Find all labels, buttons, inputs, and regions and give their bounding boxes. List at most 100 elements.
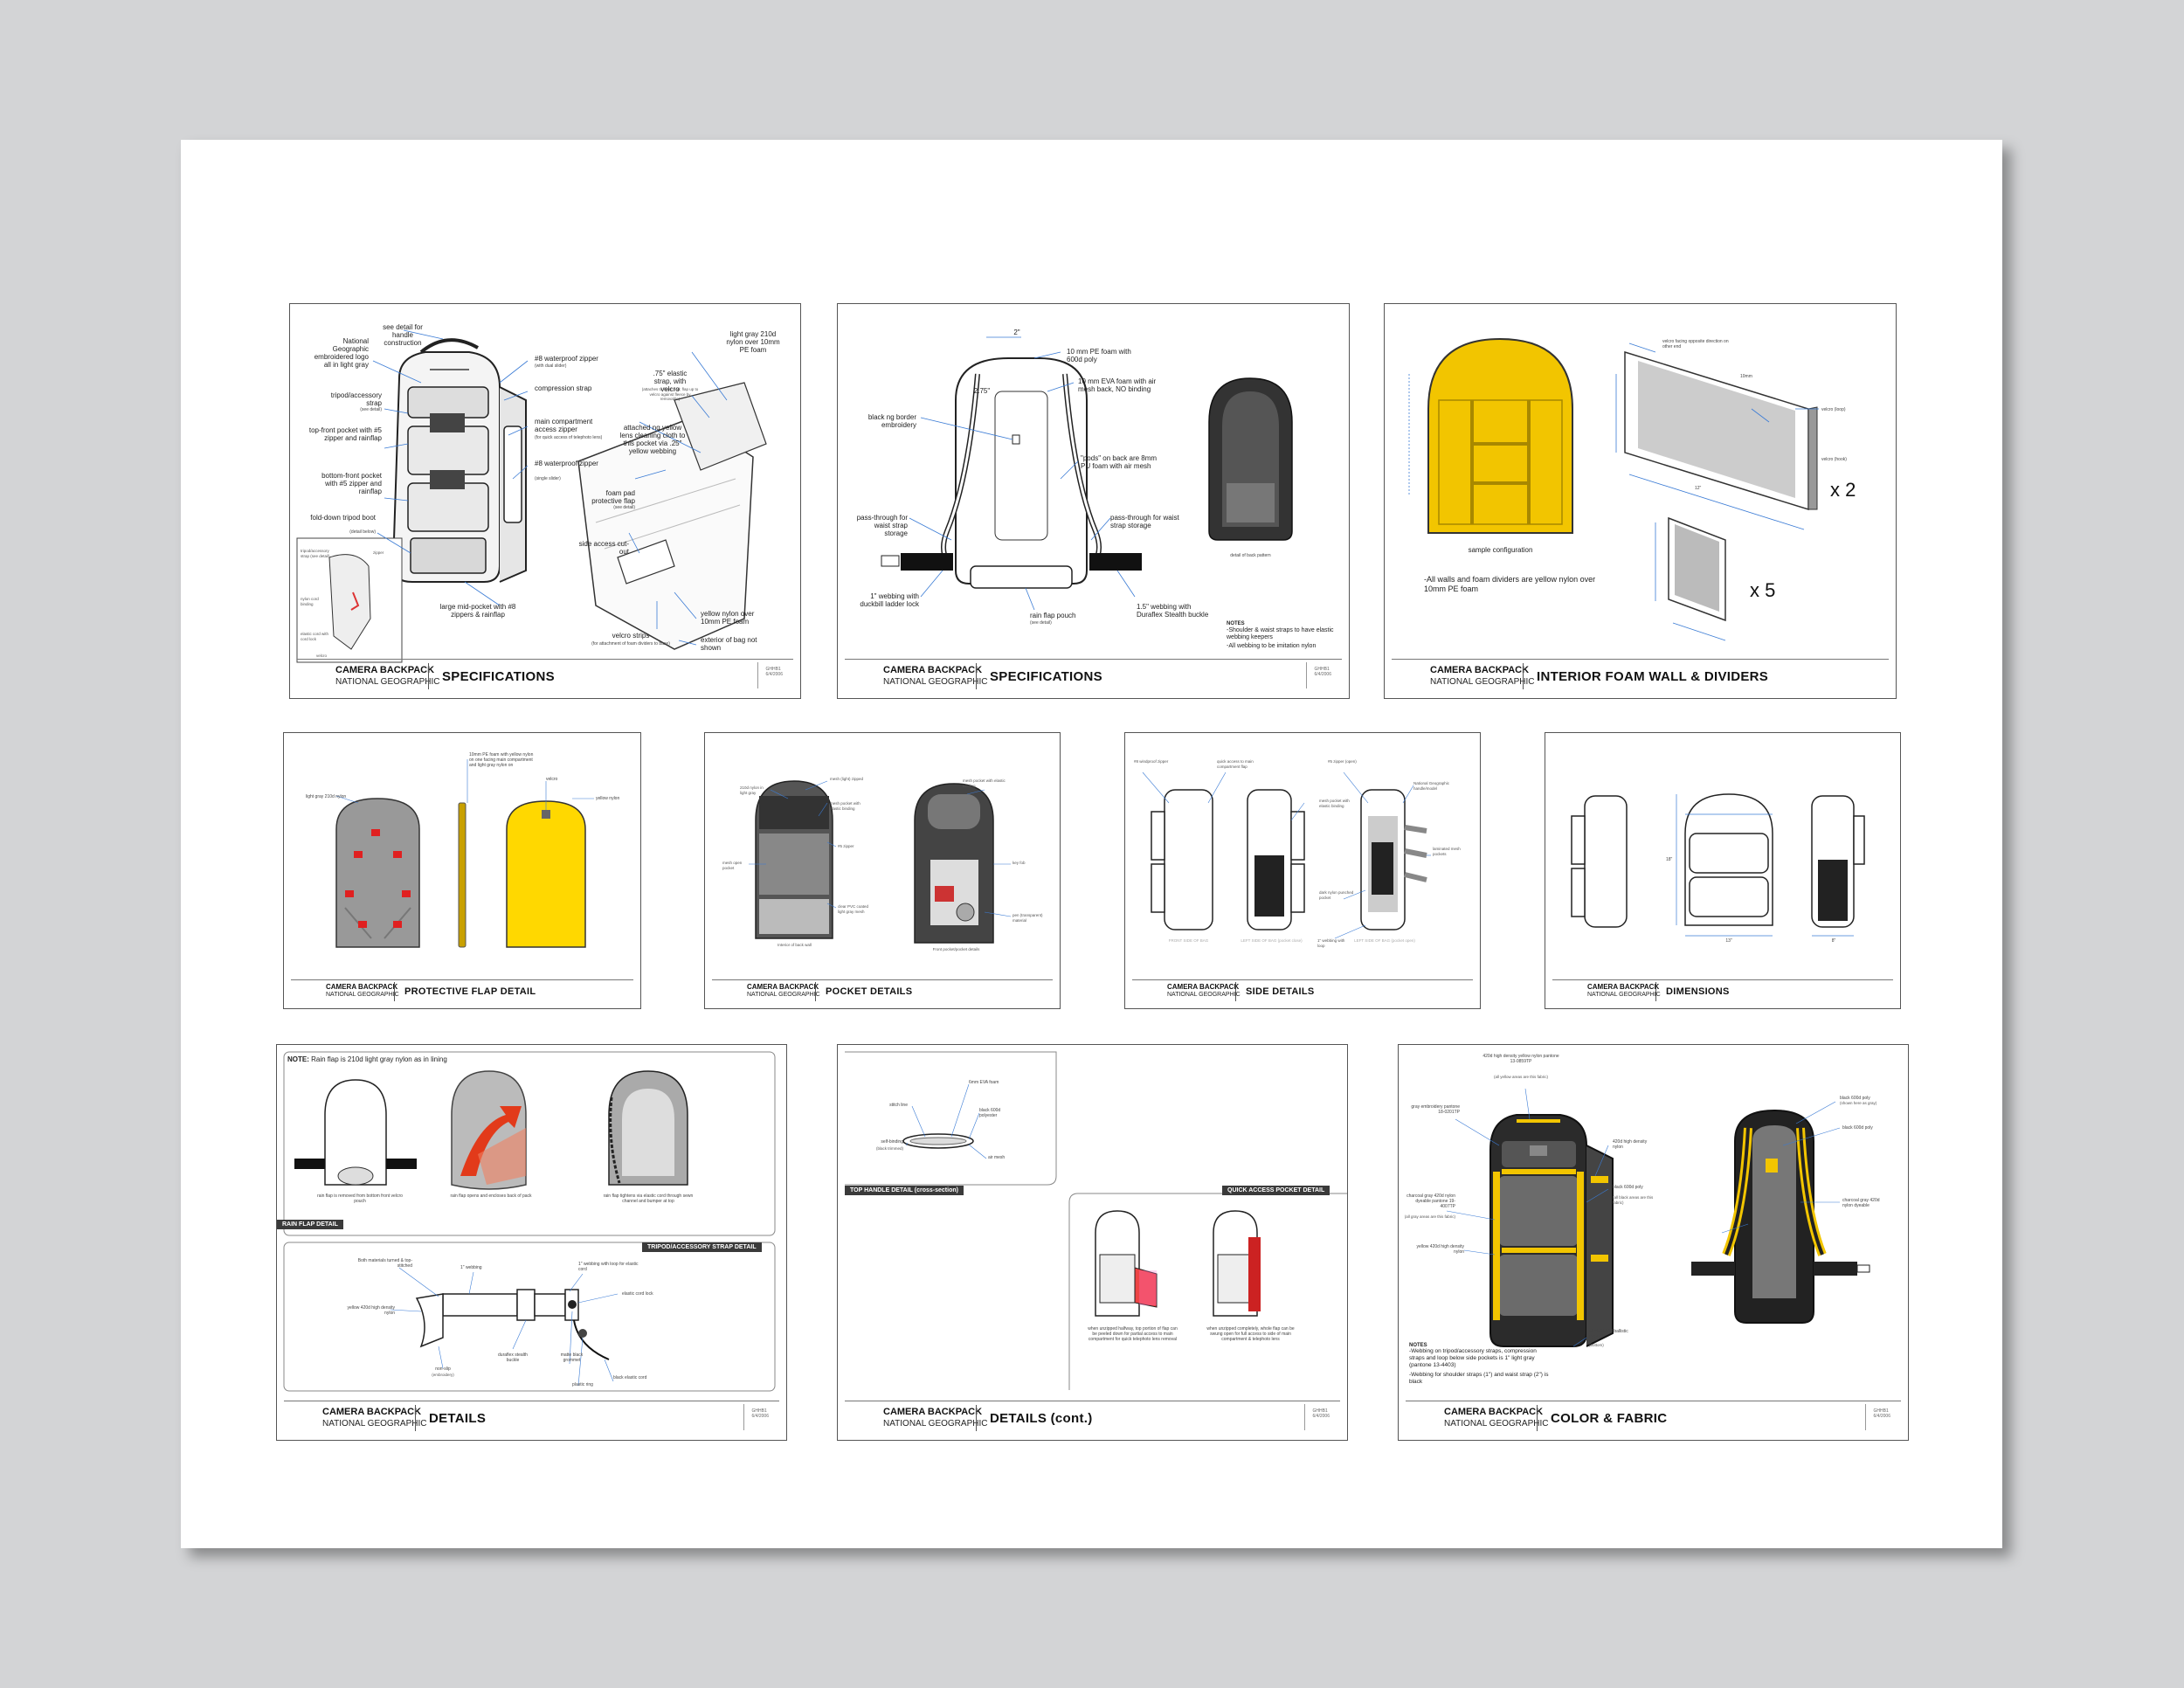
label-black-600d-note: (all black areas are this fabric) [1613,1195,1654,1205]
inset-label-d: elastic cord with cord lock [301,632,329,641]
label-yellownylon: yellow nylon over 10mm PE foam [701,610,755,626]
label-passwaist: pass-through for waist strap storage [856,514,908,537]
brand-name: NATIONAL GEOGRAPHIC [335,677,440,687]
sheet-details[interactable]: NOTE: Rain flap is 210d light gray nylon… [276,1044,787,1441]
sheet-title: PROTECTIVE FLAP DETAIL [404,986,536,997]
protective-flap-drawing [335,759,594,948]
sheet-pocket-details[interactable]: 210d nylon in light gray mesh (light) zi… [704,732,1061,1009]
label-yellow-nylon: yellow nylon [596,796,620,801]
label-view-front: FRONT SIDE OF BAG [1168,938,1209,943]
label-pe10: 10 mm PE foam with 600d poly [1067,348,1131,363]
details-cont-drawing [845,1051,1347,1390]
label-black-600d: black 600d poly [1613,1185,1643,1190]
label-black-600d-h: black 600d poly [1840,1096,1870,1101]
sheet-specifications-back[interactable]: 2" 2.75" 10 mm PE foam with 600d poly 10… [837,303,1350,699]
label-view-left-open: LEFT SIDE OF BAG (pocket open) [1354,938,1415,943]
label-self-binding: self-binding [881,1139,903,1145]
sheet-interior-foam[interactable]: sample configuration velcro facing oppos… [1384,303,1897,699]
label-webbing-loop: 1" webbing with loop [1317,938,1345,948]
label-yellow-420d-a-note: (all yellow areas are this fabric) [1493,1075,1549,1079]
label-foampad: foam pad protective flap [591,489,635,505]
label-key-fob: key fob [1013,861,1026,865]
label-rainflap: rain flap pouch [1030,612,1076,619]
label-laminated-mesh: laminated mesh pockets [1433,847,1461,856]
label-front-pocket: Front pocket/pocket details [932,947,980,951]
note-foam: -All walls and foam dividers are yellow … [1424,575,1596,593]
label-eva-foam: 6mm EVA foam [969,1080,999,1085]
label-velcrostrip-note: (for attachment of foam dividers to base… [591,641,670,647]
sheet-title: SIDE DETAILS [1246,986,1315,997]
label-mesh-pocket: mesh pocket with elastic binding [1319,799,1350,808]
label-stitch-line: stitch line [889,1103,908,1108]
label-rain-2: rain flap opens and encloses back of pac… [450,1193,532,1199]
title-block: CAMERA BACKPACK NATIONAL GEOGRAPHIC DIME… [1552,979,1893,1003]
rain-flap-header: RAIN FLAP DETAIL [277,1220,343,1229]
product-name: CAMERA BACKPACK [335,665,435,675]
sheet-title: DETAILS (cont.) [990,1411,1093,1426]
top-handle-header: TOP HANDLE DETAIL (cross-section) [845,1186,964,1195]
label-elastic-note: (attaches to foam pad; flap up to velcro… [641,387,699,401]
sheet-side-details[interactable]: #8 windproof zipper quick access to main… [1124,732,1481,1009]
label-mesh-open: mesh open pocket [722,861,743,870]
label-bottomfront: bottom-front pocket with #5 zipper and r… [321,472,382,495]
label-x5: x 5 [1750,579,1776,601]
inset-label-a: tripod/accessory strap (see detail) [301,549,330,558]
label-quick-access-1: when unzipped halfway, top portion of fl… [1088,1326,1178,1342]
label-sample-config: sample configuration [1468,546,1533,554]
label-dim12: 12" [1695,486,1702,491]
label-both-materials: Both materials turned & top-stitched [357,1258,412,1269]
label-view-left-closed: LEFT SIDE OF BAG (pocket close) [1241,938,1303,943]
label-foldtripod-note: (detail below) [349,529,376,535]
label-dim275: 2.75" [973,387,991,395]
label-velcro: velcro [546,777,558,782]
label-mesh-light: mesh (light) zipped [830,777,864,781]
label-eva10: 10 mm EVA foam with air mesh back, NO bi… [1078,377,1157,393]
details-drawing [283,1051,776,1392]
label-exterior: exterior of bag not shown [701,636,757,652]
sheet-title: POCKET DETAILS [826,986,913,997]
label-midpocket: large mid-pocket with #8 zippers & rainf… [439,603,516,619]
note-1: -Webbing on tripod/accessory straps, com… [1409,1348,1537,1368]
label-ngyellow: attached ng yellow lens cleaning cloth t… [619,424,686,455]
label-lightgray: light gray 210d nylon over 10mm PE foam [726,330,780,354]
title-block: CAMERA BACKPACK NATIONAL GEOGRAPHIC POCK… [712,979,1053,1003]
label-handle: see detail for handle construction [383,323,423,347]
label-black-600d-i: black 600d poly [1842,1125,1873,1131]
foam-dividers-drawing [1408,337,1819,641]
title-block: CAMERA BACKPACK NATIONAL GEOGRAPHIC COLO… [1406,1401,1901,1435]
label-pen: pen (transparent) material [1013,913,1043,923]
notes-heading: NOTES [1227,621,1245,626]
label-rainflap-note: (see detail) [1030,620,1052,626]
label-grommet: matte black grommet [560,1352,584,1363]
label-interior-back: Interior of back wall [778,943,812,947]
sheet-dimensions[interactable]: 18" 13" 8" CAMERA BACKPACK NATIONAL GEOG… [1545,732,1901,1009]
label-foldtripod: fold-down tripod boot [310,514,376,522]
sheet-title: SPECIFICATIONS [990,669,1102,684]
label-dark-nylon: dark nylon punched pocket [1319,890,1354,900]
sheet-specifications-front[interactable]: see detail for handle construction Natio… [289,303,801,699]
sheet-details-cont[interactable]: TOP HANDLE DETAIL (cross-section) QUICK … [837,1044,1348,1441]
inset-label-b: zipper [373,550,384,555]
pocket-details-drawing [749,780,1012,944]
sheet-protective-flap[interactable]: light gray 210d nylon 10mm PE foam with … [283,732,641,1009]
label-tripod: tripod/accessory strap [330,391,382,407]
label-rain-1: rain flap is removed from bottom front v… [317,1193,403,1204]
label-zipper: #5 zipper [838,844,854,848]
label-non-slip-note: (embroidery) [432,1373,454,1377]
notes-heading: NOTES [1409,1343,1427,1348]
sheet-title: DETAILS [429,1411,487,1426]
label-charcoal-420d: charcoal gray 420d nylon dyeable pantone… [1406,1193,1455,1209]
label-plastic-ring: plastic ring [572,1382,593,1387]
label-charcoal-420d-note: (all gray areas are this fabric) [1404,1214,1455,1219]
label-zipper8: #8 waterproof zipper [535,355,598,363]
sheet-color-fabric[interactable]: 420d high density yellow nylon pantone 1… [1398,1044,1909,1441]
label-velcrostrip: velcro strips [612,632,650,640]
label-self-binding-note: (black trimmed) [875,1146,903,1151]
title-block: CAMERA BACKPACK NATIONAL GEOGRAPHIC SPEC… [845,659,1342,693]
label-black-600d: black 600d polyester [979,1108,1001,1118]
label-depth: 8" [1831,938,1836,944]
label-quick-access-2: when unzipped completely, whole flap can… [1206,1326,1295,1342]
title-block: CAMERA BACKPACK NATIONAL GEOGRAPHIC INTE… [1392,659,1889,693]
label-420d-high-density: 420d high density nylon [1613,1139,1648,1150]
